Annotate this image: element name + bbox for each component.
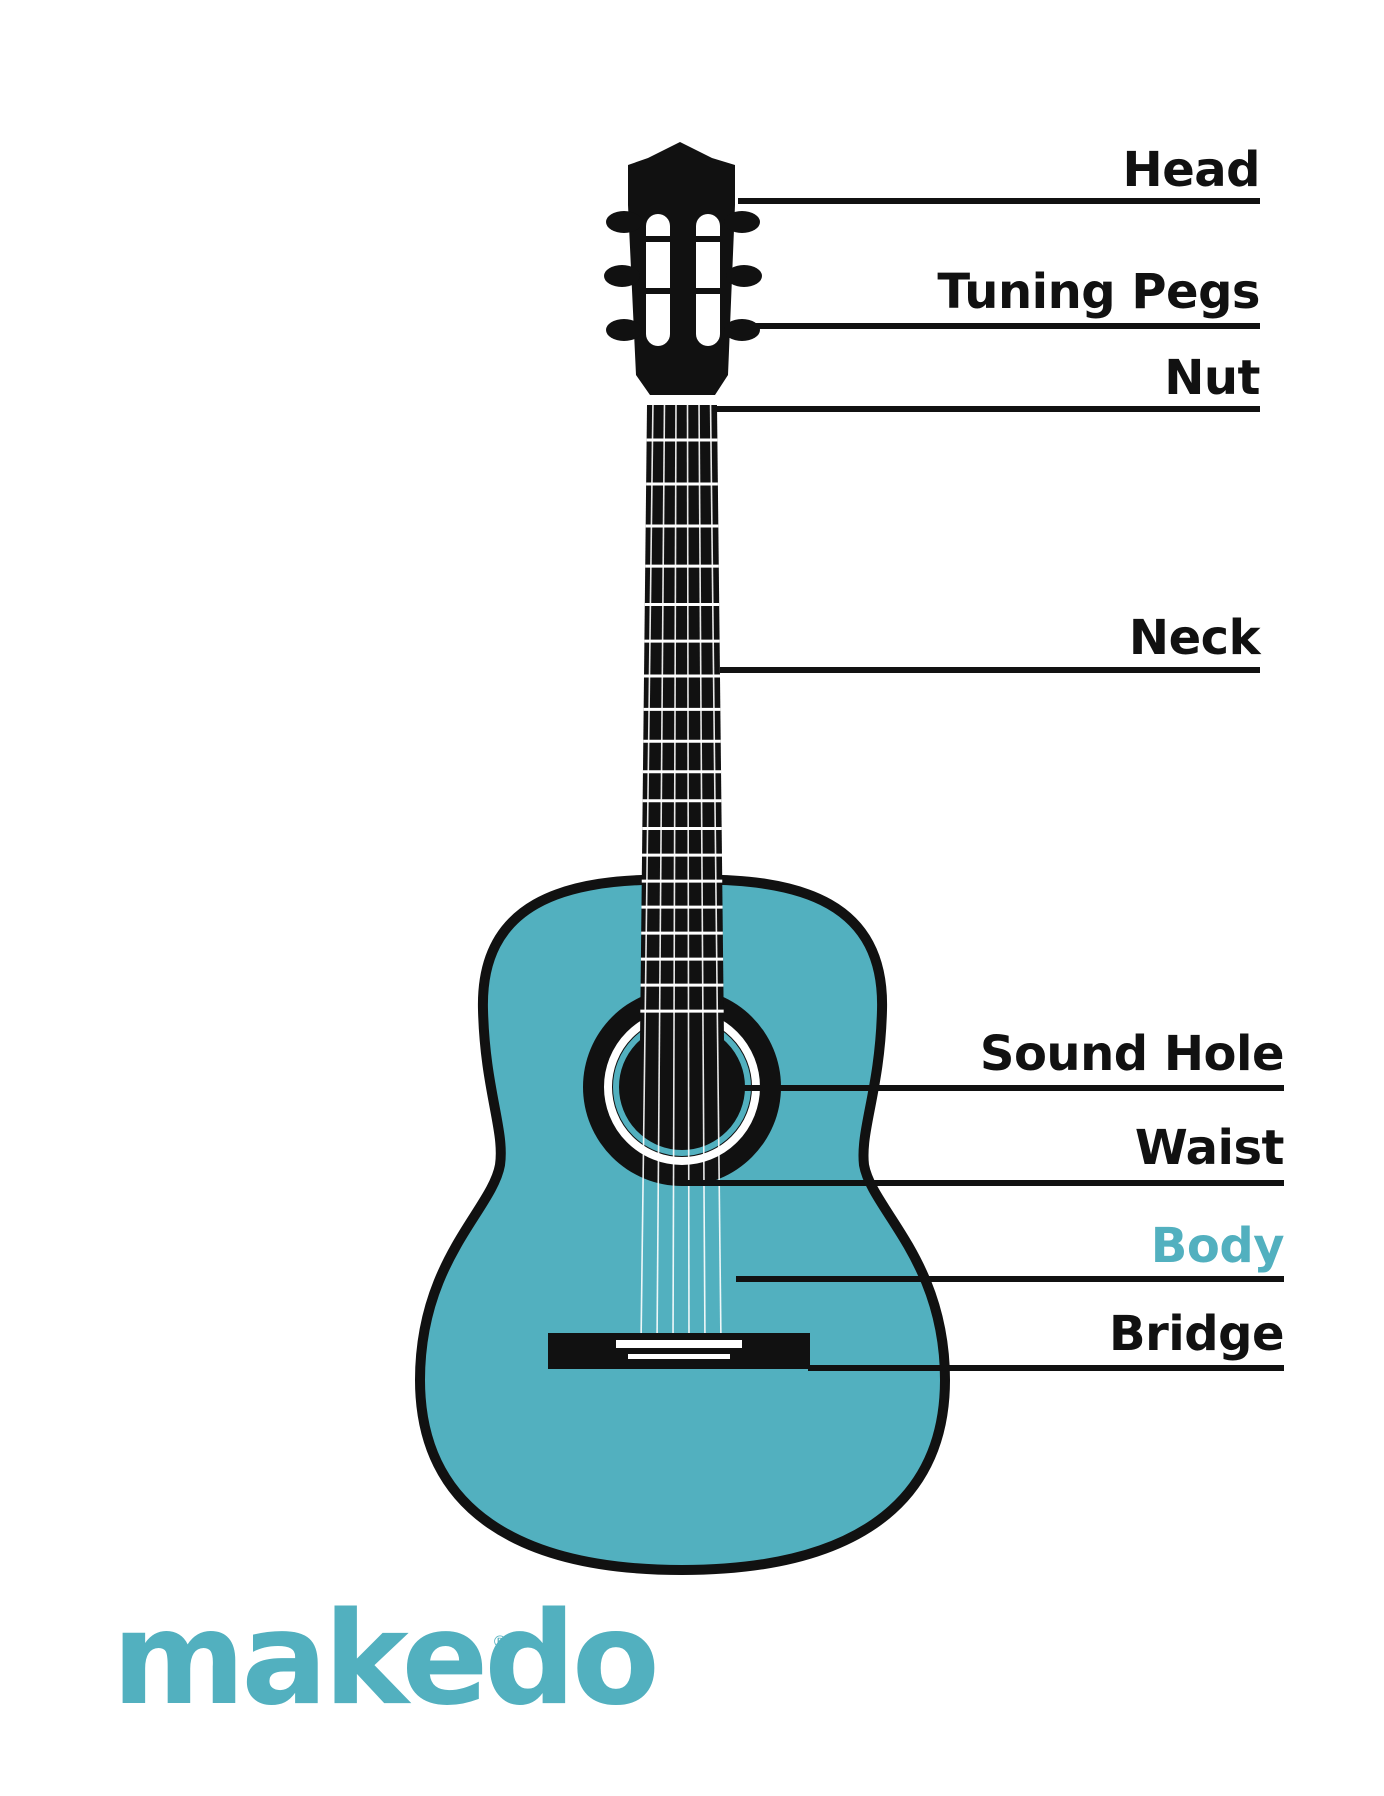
label-tuning-pegs: Tuning Pegs	[937, 264, 1260, 320]
nut	[640, 397, 722, 407]
guitar-body	[414, 874, 951, 1576]
strings	[640, 399, 722, 1346]
label-body: Body	[1150, 1218, 1285, 1274]
string-2	[656, 399, 666, 1346]
tuning-pegs-left	[604, 211, 642, 341]
leader-sound-hole	[742, 1085, 1284, 1091]
leader-body	[736, 1276, 1284, 1282]
leader-head	[738, 198, 1260, 204]
bridge-saddle	[616, 1340, 742, 1348]
logo-registered-mark: ®	[492, 1632, 508, 1651]
leader-waist	[682, 1180, 1284, 1186]
headstock-slot-left	[646, 214, 670, 346]
string-6	[709, 399, 722, 1346]
label-head: Head	[1122, 142, 1261, 198]
label-sound-hole: Sound Hole	[979, 1026, 1285, 1082]
leader-nut	[716, 406, 1260, 412]
string-3	[672, 399, 677, 1346]
makedo-logo: makedo	[112, 1585, 660, 1734]
label-nut: Nut	[1164, 350, 1260, 406]
leader-tuning-pegs	[746, 323, 1260, 329]
bridge	[548, 1333, 810, 1369]
bridge-tie-block	[628, 1354, 730, 1359]
label-waist: Waist	[1134, 1120, 1285, 1176]
string-1	[640, 399, 654, 1346]
leader-neck	[720, 667, 1260, 673]
leader-bridge	[808, 1365, 1284, 1371]
string-5	[698, 399, 706, 1346]
label-bridge: Bridge	[1109, 1306, 1284, 1362]
string-4	[686, 399, 690, 1346]
headstock-slot-right	[696, 214, 720, 346]
frets	[640, 438, 724, 1013]
label-neck: Neck	[1128, 610, 1261, 666]
peg-capstans	[640, 236, 726, 294]
